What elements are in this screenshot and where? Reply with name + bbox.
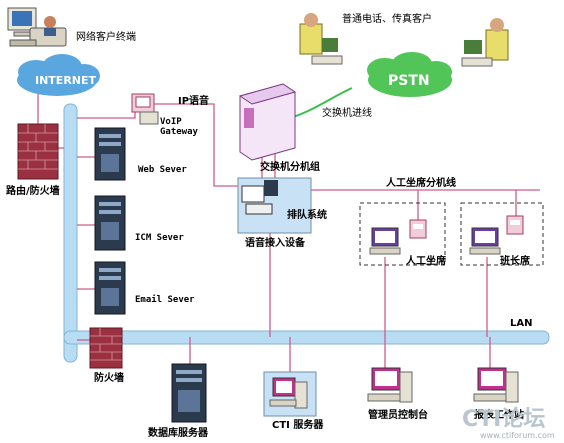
- router-firewall-icon: [17, 123, 59, 180]
- db-server-icon: [171, 363, 207, 423]
- cti-server-label: CTI 服务器: [272, 418, 324, 431]
- agent-ip-phone-icon: [409, 219, 427, 239]
- icm-server-label: ICM Sever: [135, 233, 184, 243]
- report-workstation-icon: [473, 367, 519, 403]
- cti-workstation-icon: [269, 377, 308, 409]
- pstn-label: PSTN: [388, 73, 430, 89]
- internet-cloud-icon: [17, 54, 100, 96]
- leader-ip-phone-icon: [506, 215, 524, 235]
- email-server-label: Email Sever: [135, 294, 195, 305]
- firewall-icon: [89, 327, 123, 369]
- agent-seat-label: 人工坐席: [406, 254, 446, 267]
- queue-system-label: 排队系统: [287, 208, 327, 221]
- exchange-trunk-wire: [289, 87, 353, 119]
- agent-workstation-icon: [369, 227, 401, 255]
- voice-access-label: 语音接入设备: [245, 236, 306, 249]
- admin-console-icon: [367, 367, 413, 403]
- vertical-backbone: [63, 103, 78, 363]
- voip-line-1: VoIP: [160, 117, 182, 127]
- icm-server-icon: [94, 195, 126, 251]
- web-server-label: Web Sever: [138, 165, 187, 175]
- ip-voice-label: IP语音: [178, 94, 209, 107]
- router-firewall-label: 路由/防火墙: [6, 184, 60, 197]
- phone-user-right-icon: [461, 18, 509, 67]
- pbx-icon: [238, 83, 297, 161]
- admin-console-label: 管理员控制台: [368, 408, 428, 421]
- report-station-label: 报表工作站: [474, 408, 524, 421]
- watermark-brand: CTI论坛: [462, 406, 545, 432]
- phone-user-left-icon: [299, 13, 343, 65]
- email-server-icon: [94, 261, 126, 315]
- voip-line-2: Gateway: [160, 127, 199, 137]
- agent-seat-group-box: [359, 202, 446, 266]
- web-client-computer-icon: [7, 7, 67, 47]
- lan-backbone: [63, 330, 550, 345]
- watermark-url: www.ctiforum.com: [480, 431, 555, 440]
- agent-ext-line-label: 人工坐席分机线: [386, 176, 456, 189]
- pstn-cloud-icon: [367, 52, 452, 97]
- voip-gateway-label: VoIP Gateway: [160, 117, 199, 137]
- leader-workstation-icon: [469, 227, 501, 255]
- lan-label: LAN: [510, 318, 532, 329]
- phone-fax-clients-label: 普通电话、传真客户: [342, 12, 432, 25]
- voip-gateway-icon: [131, 93, 159, 125]
- shift-leader-label: 班长席: [500, 254, 530, 267]
- shift-leader-group-box: [460, 202, 544, 266]
- firewall-label: 防火墙: [94, 371, 124, 384]
- pbx-group-label: 交换机分机组: [260, 160, 320, 173]
- web-server-icon: [94, 127, 126, 181]
- web-client-label: 网络客户终端: [76, 30, 136, 43]
- db-server-label: 数据库服务器: [148, 426, 209, 439]
- exchange-trunk-label: 交换机进线: [322, 106, 372, 119]
- internet-label: INTERNET: [35, 74, 97, 87]
- queue-system-icon: [241, 180, 278, 215]
